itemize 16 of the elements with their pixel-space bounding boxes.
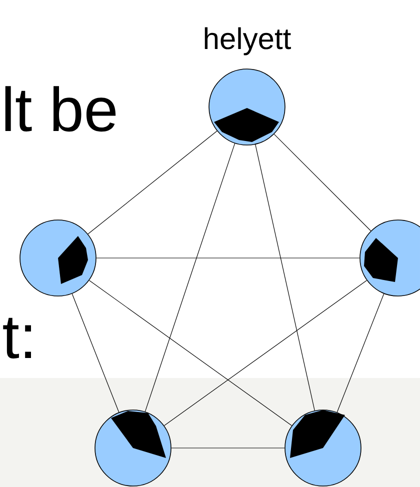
graph-edge: [274, 134, 372, 232]
graph-edge: [88, 130, 218, 234]
graph-vertex: [360, 220, 420, 296]
slide-text: t:: [3, 318, 31, 358]
graph-edge: [255, 144, 315, 411]
graph-vertex: [208, 68, 286, 146]
slide-text: lt be: [5, 86, 116, 132]
graph-vertex: [94, 410, 172, 486]
graph-vertex: [284, 410, 362, 486]
graph-edge: [164, 280, 368, 426]
graph-edge: [72, 293, 120, 413]
graph-edge: [144, 143, 236, 412]
vertex-label: helyett: [204, 27, 291, 56]
graph-vertex: [20, 220, 96, 296]
graph-edge: [336, 293, 384, 413]
graph-edge: [88, 280, 292, 426]
